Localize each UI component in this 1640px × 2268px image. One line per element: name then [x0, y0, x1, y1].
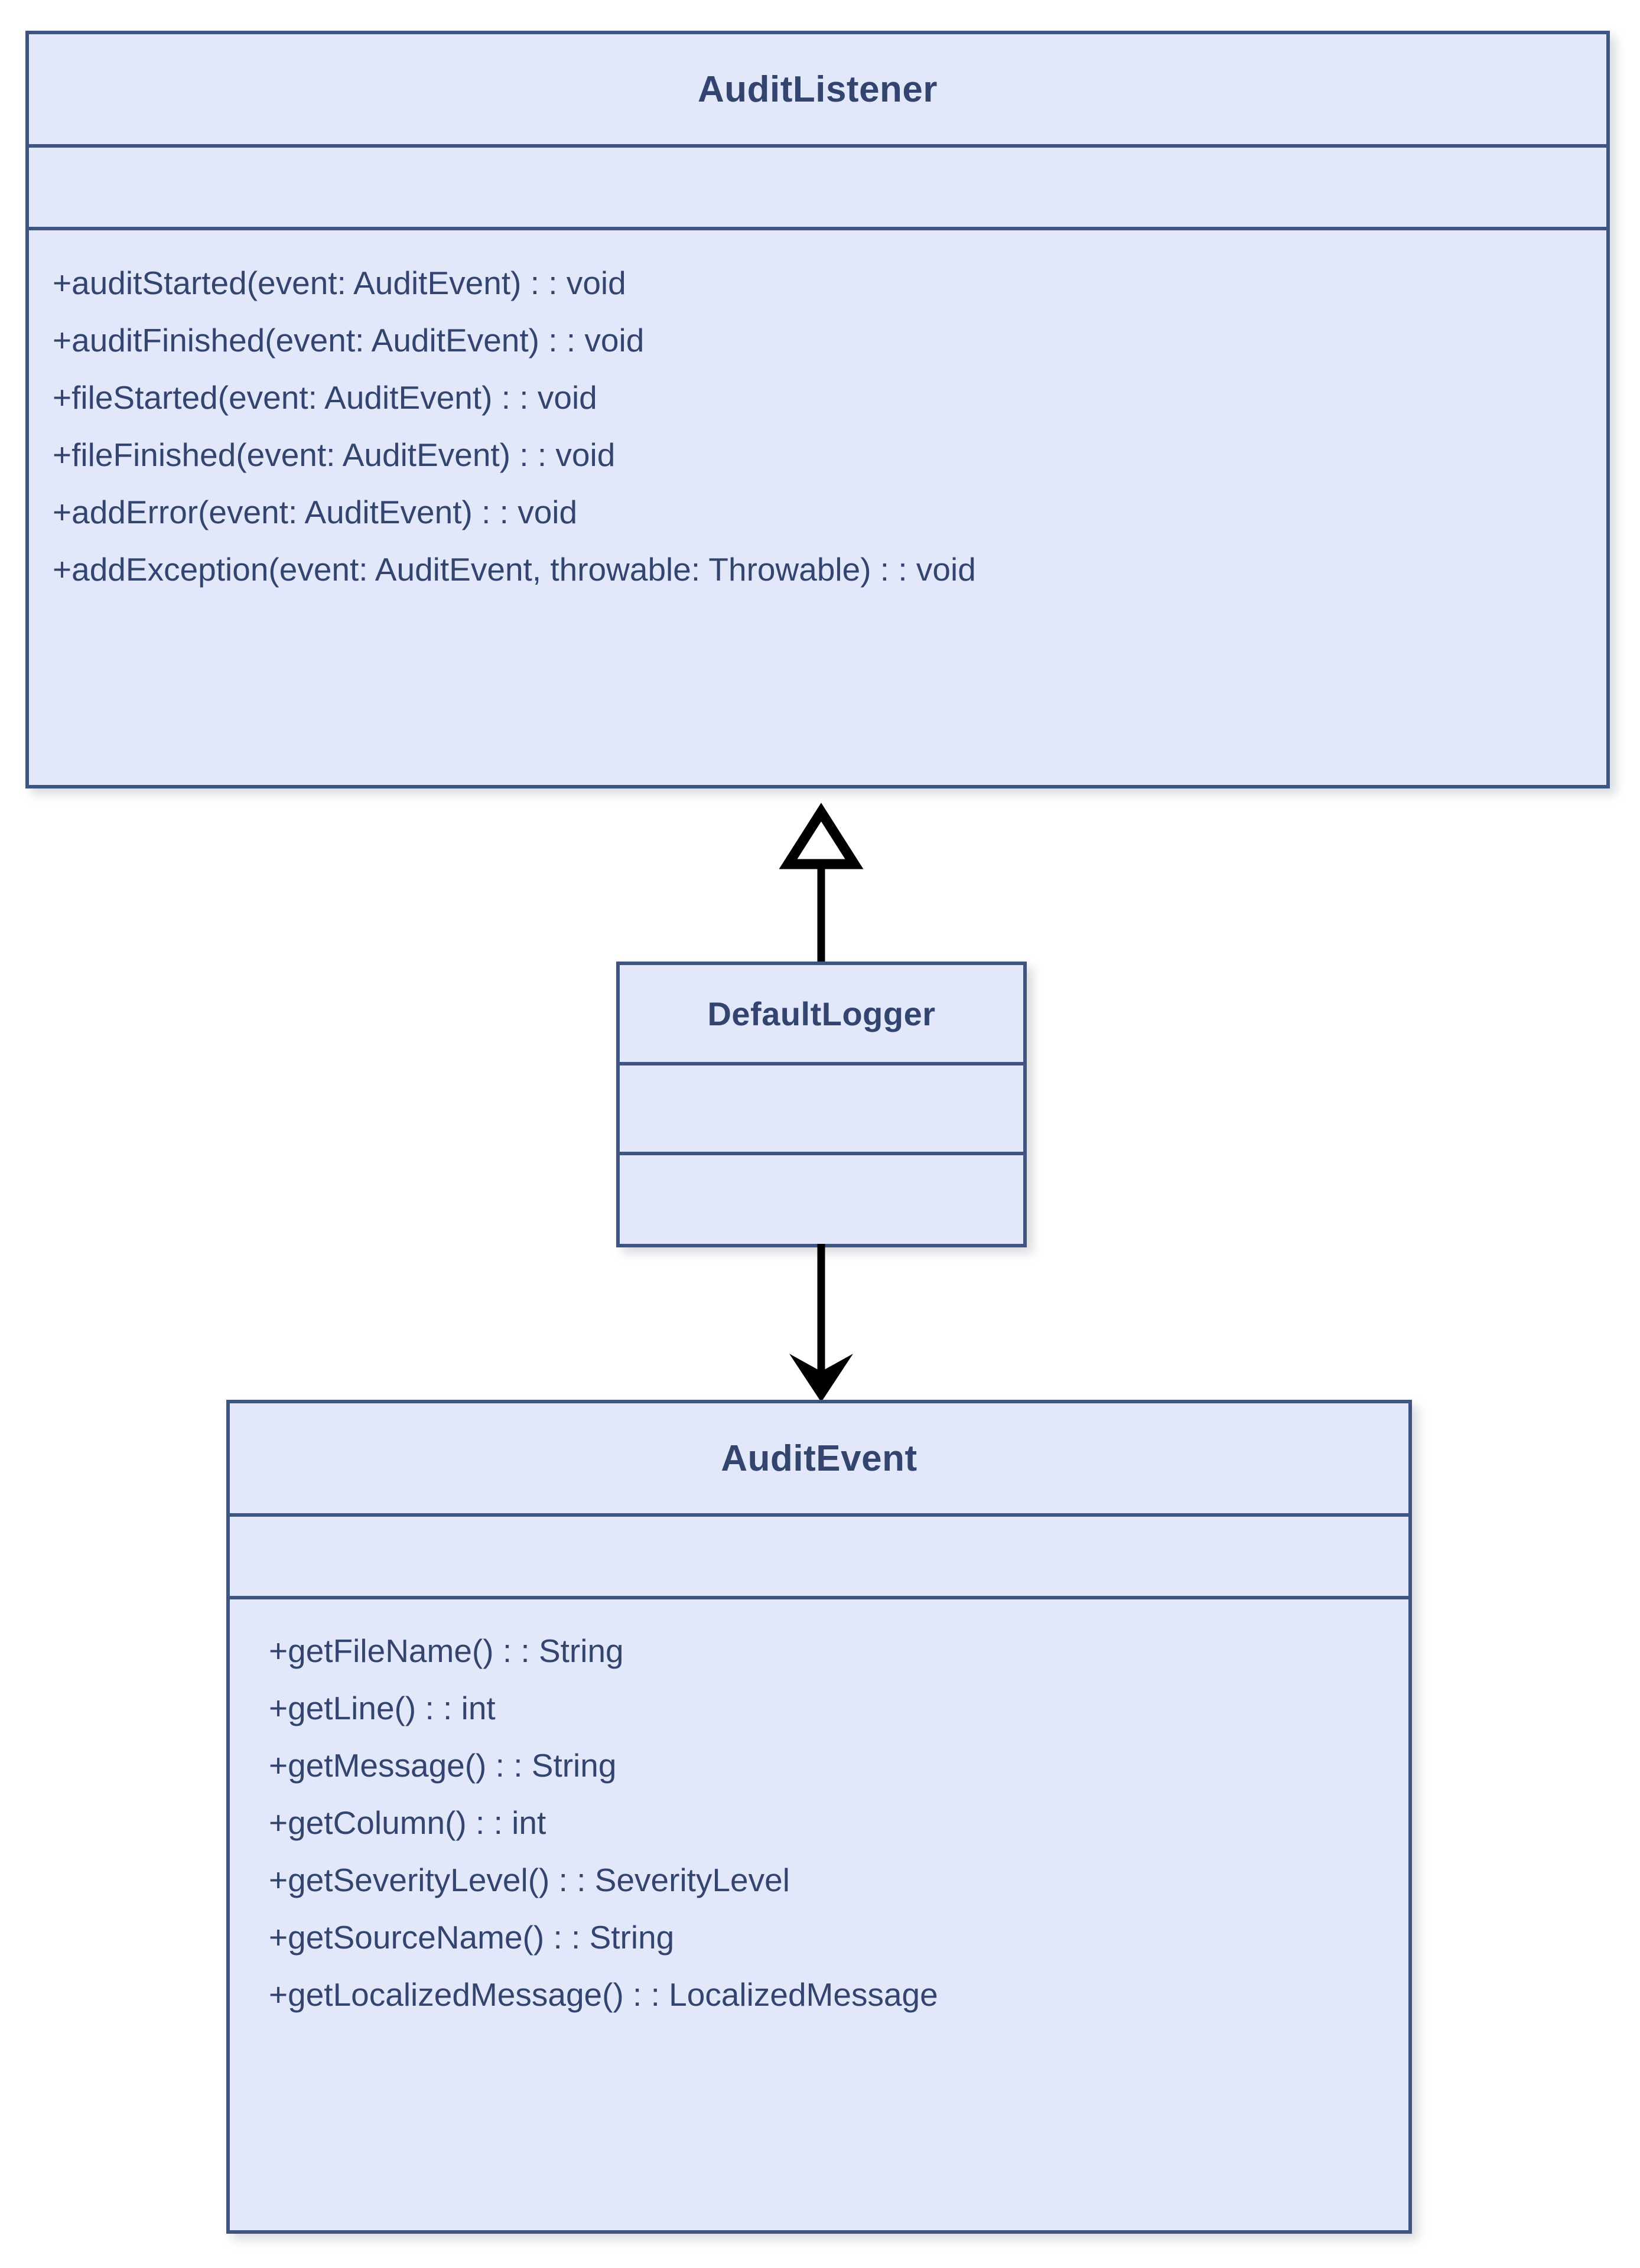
dependency-connector-defaultlogger-to-auditevent	[789, 1244, 853, 1402]
method-item: +getColumn() : : int	[269, 1804, 546, 1841]
method-item: +getSeverityLevel() : : SeverityLevel	[269, 1862, 790, 1898]
compartment-divider	[620, 1062, 1023, 1065]
attributes-compartment-auditlistener	[29, 148, 1606, 227]
compartment-divider	[29, 144, 1606, 148]
compartment-divider	[230, 1513, 1408, 1517]
generalization-connector-defaultlogger-to-auditlistener	[779, 803, 864, 966]
methods-compartment-auditlistener: +auditStarted(event: AuditEvent) : : voi…	[29, 230, 1606, 586]
method-item: +getMessage() : : String	[269, 1747, 617, 1784]
method-item: +addError(event: AuditEvent) : : void	[53, 494, 578, 530]
class-box-auditlistener[interactable]: AuditListener +auditStarted(event: Audit…	[25, 31, 1610, 788]
class-box-defaultlogger[interactable]: DefaultLogger	[616, 962, 1027, 1247]
class-box-auditevent[interactable]: AuditEvent +getFileName() : : String +ge…	[226, 1400, 1412, 2234]
compartment-divider	[230, 1596, 1408, 1599]
compartment-divider	[29, 227, 1606, 230]
class-title-auditevent: AuditEvent	[721, 1438, 917, 1479]
method-item: +fileFinished(event: AuditEvent) : : voi…	[53, 436, 616, 473]
method-item: +auditStarted(event: AuditEvent) : : voi…	[53, 265, 626, 301]
method-item: +fileStarted(event: AuditEvent) : : void	[53, 379, 597, 416]
attributes-compartment-auditevent	[230, 1517, 1408, 1596]
class-title-auditlistener: AuditListener	[697, 69, 938, 110]
methods-compartment-auditevent: +getFileName() : : String +getLine() : :…	[230, 1599, 1408, 2011]
method-item: +getLocalizedMessage() : : LocalizedMess…	[269, 1976, 938, 2013]
method-item: +addException(event: AuditEvent, throwab…	[53, 551, 976, 588]
class-title-defaultlogger: DefaultLogger	[707, 995, 936, 1032]
method-item: +auditFinished(event: AuditEvent) : : vo…	[53, 322, 645, 359]
method-item: +getFileName() : : String	[269, 1632, 624, 1669]
methods-compartment-defaultlogger	[620, 1155, 1023, 1241]
attributes-compartment-defaultlogger	[620, 1065, 1023, 1152]
method-item: +getLine() : : int	[269, 1690, 496, 1726]
method-item: +getSourceName() : : String	[269, 1919, 675, 1956]
compartment-divider	[620, 1152, 1023, 1155]
